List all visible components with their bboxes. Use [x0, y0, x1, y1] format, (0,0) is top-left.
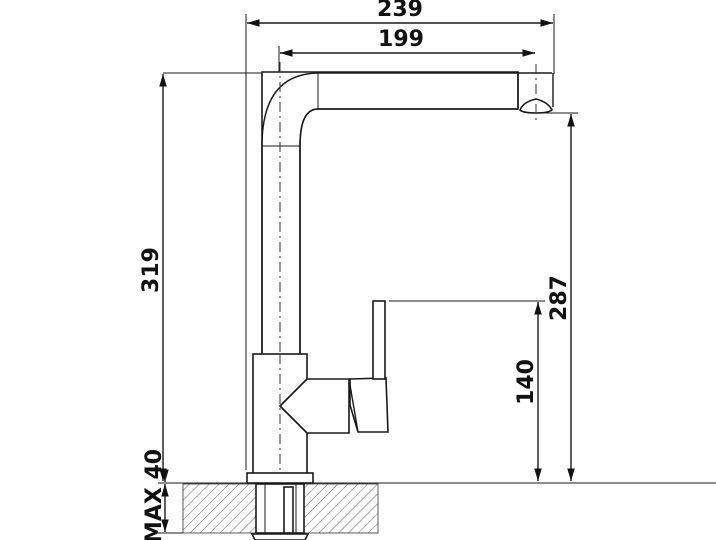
dimension-overall-height: 319 [139, 72, 318, 481]
mounting-shank [255, 483, 305, 534]
lever-joint [348, 378, 359, 433]
countertop-right-hatch [303, 483, 379, 534]
dimension-label-140: 140 [514, 359, 539, 405]
spout-inner-curve [299, 108, 319, 355]
base-flange [246, 472, 314, 484]
dimension-handle-height: 140 [389, 300, 545, 481]
dimension-label-239: 239 [377, 0, 423, 22]
dimension-label-max-40: MAX 40 [142, 449, 167, 540]
dimension-label-319: 319 [139, 247, 164, 293]
dimension-label-199: 199 [378, 27, 424, 52]
faucet [246, 62, 554, 540]
countertop-left-hatch [182, 483, 257, 534]
dimension-spout-reach: 199 [278, 27, 535, 72]
dimension-overall-reach: 239 [245, 0, 555, 470]
supply-hose [283, 486, 294, 534]
cartridge-v-cut [279, 378, 308, 434]
spout-outer-curve [261, 72, 319, 355]
dimension-outlet-height: 287 [536, 112, 578, 481]
dimension-max-countertop: MAX 40 [142, 449, 716, 540]
bottom-nut [250, 533, 310, 540]
lever-base [349, 377, 389, 433]
lever-handle [372, 300, 386, 380]
dimension-label-287: 287 [547, 275, 572, 321]
countertop-section [182, 483, 379, 534]
